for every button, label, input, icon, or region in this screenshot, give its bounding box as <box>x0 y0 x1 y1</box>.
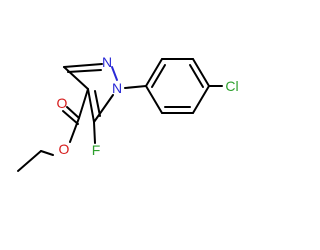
bond-c5-c4 <box>87 88 95 123</box>
bond-oester-ch2 <box>40 150 54 156</box>
bond-ph-3-4 <box>192 58 210 87</box>
structure-canvas: N N O O F Cl <box>17 54 239 172</box>
bond-n2-n1 <box>111 66 118 81</box>
bond-c-o-double-b <box>62 110 79 125</box>
bond-c-oester <box>69 117 80 143</box>
atom-n2-label: N <box>102 54 112 70</box>
bond-n1-c5 <box>93 94 114 123</box>
atom-o-carbonyl-label: O <box>57 95 68 111</box>
bond-ch2-ch3 <box>17 150 42 172</box>
bond-ph-1-2-double <box>151 64 166 88</box>
bond-ph-4-5 <box>192 85 210 114</box>
bond-c-o-double-a <box>66 106 80 119</box>
structure-diagram: N N O O F Cl <box>17 54 239 172</box>
bond-ph-3-4-double <box>189 64 204 88</box>
bond-c5-c4-double <box>94 90 101 117</box>
atom-n1-label: N <box>112 80 122 96</box>
bond-n1-phenyl <box>124 85 147 89</box>
bond-c3-c4 <box>63 66 89 90</box>
bond-ph-1-2 <box>145 58 163 87</box>
atom-o-ester-label: O <box>59 141 70 157</box>
bond-ph-6-1 <box>145 85 163 114</box>
bond-c3-n2 <box>63 63 103 68</box>
atom-cl-label: Cl <box>225 78 238 94</box>
bond-c4-ccarbonyl <box>78 88 89 119</box>
bond-c3-n2-double <box>67 69 102 73</box>
atom-f-label: F <box>92 142 101 158</box>
bond-c5-f <box>93 121 96 144</box>
